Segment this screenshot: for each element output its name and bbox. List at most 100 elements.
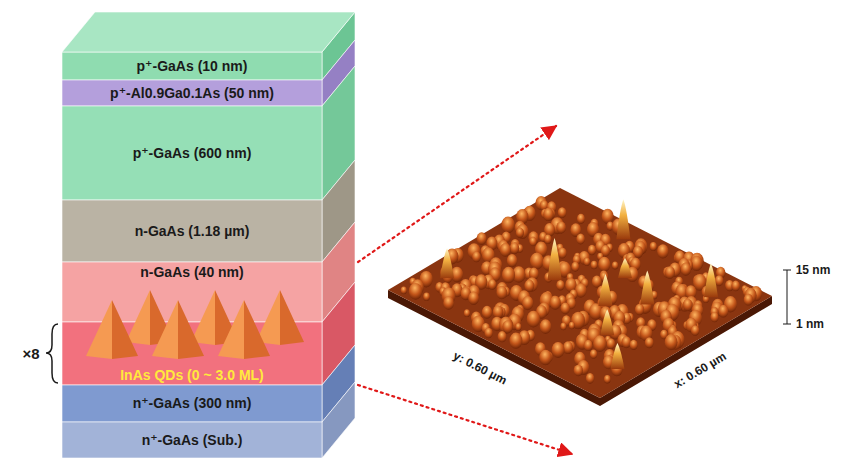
pyramid-left-face	[126, 290, 150, 345]
layer-front-face	[62, 422, 322, 458]
afm-dot	[499, 317, 513, 334]
afm-dot	[744, 294, 753, 306]
layer-box: p⁺-GaAs (10 nm)	[62, 52, 322, 80]
afm-dot	[584, 258, 591, 266]
layer-front-face	[62, 200, 322, 262]
layer-label: n⁺-GaAs (300 nm)	[133, 395, 252, 411]
layer-box: n⁺-GaAs (300 nm)	[62, 385, 322, 422]
layer-front-face	[62, 106, 322, 200]
quantum-dot-pyramids	[86, 290, 304, 359]
zoom-arrow	[358, 126, 556, 262]
layer-box: p⁺-GaAs (600 nm)	[62, 106, 322, 200]
afm-dot	[563, 341, 573, 354]
afm-dot	[484, 328, 492, 339]
layer-label: n⁺-GaAs (Sub.)	[142, 432, 243, 448]
afm-dot	[592, 276, 602, 288]
afm-dot	[612, 261, 618, 269]
afm-dot	[598, 257, 610, 272]
afm-dot	[550, 296, 561, 310]
afm-dot	[472, 251, 481, 262]
afm-dot	[718, 305, 728, 318]
afm-dot	[586, 373, 594, 384]
afm-dot	[635, 304, 644, 316]
afm-tall-dot	[704, 263, 718, 297]
afm-dot	[468, 291, 479, 304]
afm-dot	[657, 244, 668, 258]
layer-side-face	[322, 382, 355, 458]
annotation-label: ×8	[22, 345, 39, 362]
afm-dot	[482, 306, 492, 319]
afm-dot	[529, 237, 536, 246]
afm-dot	[576, 234, 585, 245]
zoom-arrow	[358, 385, 572, 454]
afm-dot	[530, 252, 544, 269]
afm-dot	[593, 335, 606, 352]
afm-dot	[650, 242, 657, 251]
afm-dot	[464, 309, 470, 317]
afm-dot	[558, 207, 567, 218]
afm-dot	[488, 279, 496, 290]
scale-tick	[783, 324, 791, 325]
afm-dot	[544, 234, 552, 244]
afm-dot	[543, 208, 554, 221]
afm-dot	[496, 286, 507, 300]
afm-dot	[423, 292, 430, 300]
scale-tick	[783, 270, 791, 271]
afm-dot	[517, 224, 529, 239]
layer-front-face	[62, 385, 322, 422]
annotation-label: 15 nm	[796, 263, 831, 277]
afm-dot	[584, 340, 593, 351]
layer-label: InAs QDs (0 ~ 3.0 ML)	[120, 367, 264, 383]
layer-label: p⁺-GaAs (10 nm)	[137, 58, 248, 74]
afm-tall-dot	[640, 271, 654, 305]
afm-dot	[645, 337, 654, 348]
pyramid-left-face	[86, 300, 112, 359]
afm-dot	[574, 365, 583, 377]
afm-dot	[401, 286, 407, 294]
layer-top-face	[62, 12, 355, 52]
layer-label: n-GaAs (1.18 µm)	[135, 223, 250, 239]
layer-stack	[62, 12, 355, 458]
pyramid-left-face	[152, 300, 178, 359]
afm-dot	[630, 340, 638, 350]
layer-box: n⁺-GaAs (Sub.)	[62, 422, 322, 458]
scale-line	[787, 270, 788, 324]
layer-front-face	[62, 80, 322, 106]
afm-tall-dot	[600, 309, 614, 335]
afm-dot	[569, 322, 575, 330]
afm-dot	[560, 302, 569, 314]
afm-dot	[515, 323, 521, 331]
afm-dot	[577, 214, 585, 224]
afm-dot	[540, 319, 552, 334]
layer-label: p⁺-Al0.9Ga0.1As (50 nm)	[110, 85, 274, 101]
afm-dot	[443, 296, 454, 310]
afm-dot	[552, 342, 565, 358]
afm-dot	[502, 320, 513, 333]
afm-dot	[560, 322, 566, 330]
layer-box: n-GaAs (1.18 µm)	[62, 200, 322, 262]
layer-box: InAs QDs (0 ~ 3.0 ML)	[62, 322, 322, 385]
afm-dot	[665, 266, 675, 279]
afm-image	[388, 188, 772, 406]
afm-dot	[731, 281, 740, 292]
layer-label: n-GaAs (40 nm)	[140, 264, 243, 280]
afm-dot	[588, 245, 596, 255]
afm-dot	[516, 227, 524, 237]
afm-dot	[681, 263, 691, 276]
pyramid-right-face	[178, 300, 204, 359]
layer-box: p⁺-Al0.9Ga0.1As (50 nm)	[62, 80, 322, 106]
afm-dot	[409, 283, 422, 300]
afm-dot	[683, 299, 693, 311]
afm-dot	[571, 262, 579, 272]
layer-box: n-GaAs (40 nm)	[62, 262, 322, 322]
afm-dot	[498, 331, 507, 342]
layer-label: p⁺-GaAs (600 nm)	[133, 145, 252, 161]
afm-tall-dot	[548, 238, 562, 280]
afm-dot	[622, 336, 631, 348]
pyramid-right-face	[280, 290, 304, 345]
afm-dot	[524, 280, 534, 293]
height-scale-bar	[783, 270, 791, 324]
afm-dot	[509, 333, 522, 349]
pyramid-right-face	[244, 300, 270, 359]
